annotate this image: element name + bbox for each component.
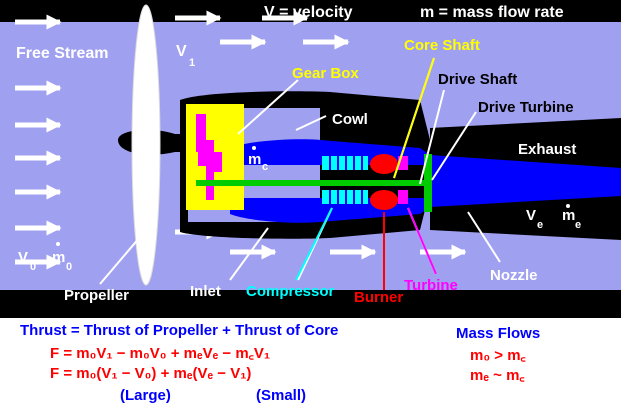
cowl-label: Cowl	[332, 111, 368, 128]
exhaust-label: Exhaust	[518, 141, 576, 158]
turbine-label: Turbine	[404, 277, 458, 294]
burner-lower	[370, 190, 398, 210]
ve-label: V	[526, 207, 536, 224]
turbine	[398, 156, 408, 204]
equation-panel	[0, 318, 621, 410]
mass-flow-relation-1: m₀ > m꜀	[470, 347, 526, 364]
m0-label: m	[52, 249, 65, 266]
burner-upper	[370, 154, 398, 174]
ve-subscript: e	[537, 219, 543, 231]
compressor-label: Compressor	[246, 283, 335, 300]
drive-shaft-label: Drive Shaft	[438, 71, 517, 88]
propeller-blade	[131, 4, 161, 286]
mass-flows-title: Mass Flows	[456, 325, 540, 342]
mc-subscript: c	[262, 161, 268, 173]
small-label: (Small)	[256, 387, 306, 404]
inlet-label: Inlet	[190, 283, 221, 300]
large-label: (Large)	[120, 387, 171, 404]
v0-label: V	[18, 249, 28, 266]
me-label: m	[562, 207, 575, 224]
massflow-definition: m = mass flow rate	[420, 4, 564, 21]
burner-label: Burner	[354, 289, 403, 306]
m0-subscript: 0	[66, 261, 72, 273]
v0-subscript: 0	[30, 261, 36, 273]
mc-label: m	[248, 151, 261, 168]
core-shaft-label: Core Shaft	[404, 37, 480, 54]
force-equation-1: F = m₀V₁ − m₀V₀ + mₑVₑ − m꜀V₁	[50, 345, 270, 362]
velocity-definition: V = velocity	[264, 4, 353, 21]
gear-box-label: Gear Box	[292, 65, 359, 82]
me-subscript: e	[575, 219, 581, 231]
mass-flow-relation-2: mₑ ~ m꜀	[470, 367, 525, 384]
thrust-equation: Thrust = Thrust of Propeller + Thrust of…	[20, 322, 338, 339]
v1-subscript: 1	[189, 57, 195, 69]
drive-shaft	[196, 180, 428, 186]
gear-magenta	[196, 114, 222, 200]
propeller-label: Propeller	[64, 287, 129, 304]
exhaust-jet	[430, 155, 621, 207]
force-equation-2: F = m₀(V₁ − V₀) + mₑ(Vₑ − V₁)	[50, 365, 251, 382]
v1-label: V	[176, 43, 187, 60]
drive-turbine-label: Drive Turbine	[478, 99, 574, 116]
core-shaft	[322, 174, 406, 178]
free-stream-label: Free Stream	[16, 45, 109, 62]
nozzle-label: Nozzle	[490, 267, 538, 284]
